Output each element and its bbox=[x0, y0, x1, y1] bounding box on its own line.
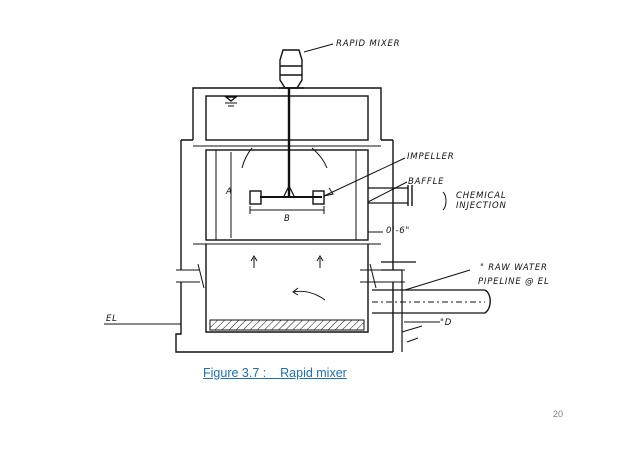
label-dim-d: "D bbox=[440, 318, 452, 328]
label-dim-b: B bbox=[284, 214, 291, 224]
raw-water-pipeline bbox=[372, 289, 485, 314]
break-mark-left bbox=[176, 263, 205, 289]
upper-outer-wall bbox=[192, 87, 382, 140]
caption-prefix: Figure 3.7 : bbox=[203, 366, 267, 380]
mixing-chamber bbox=[205, 149, 369, 241]
upper-tank bbox=[205, 95, 369, 141]
label-baffle: BAFFLE bbox=[408, 177, 444, 187]
lower-tank bbox=[205, 244, 369, 333]
label-el: EL bbox=[106, 314, 118, 324]
base-outer-wall bbox=[175, 282, 393, 353]
impeller-blade-right bbox=[312, 190, 325, 205]
chemical-pipe bbox=[368, 187, 408, 204]
motor-housing bbox=[279, 49, 303, 89]
break-mark-right bbox=[360, 263, 405, 289]
sediment-floor bbox=[209, 319, 365, 331]
label-rapid-mixer: RAPID MIXER bbox=[336, 39, 400, 49]
chamber-outer-wall bbox=[180, 140, 394, 270]
label-impeller: IMPELLER bbox=[407, 152, 455, 162]
figure-caption: Figure 3.7 : Rapid mixer bbox=[203, 366, 347, 380]
page-number: 20 bbox=[553, 409, 564, 419]
label-pipeline-el: PIPELINE @ EL bbox=[478, 277, 550, 287]
label-raw-water: " RAW WATER bbox=[480, 263, 548, 273]
impeller-blade-left bbox=[249, 190, 262, 205]
caption-title: Rapid mixer bbox=[280, 366, 347, 380]
label-dim-06: 0'-6" bbox=[386, 226, 410, 236]
label-injection: INJECTION bbox=[456, 201, 507, 211]
water-surface-marker bbox=[224, 96, 238, 102]
label-chemical: CHEMICAL bbox=[456, 191, 506, 201]
label-dim-a: A bbox=[225, 187, 233, 197]
